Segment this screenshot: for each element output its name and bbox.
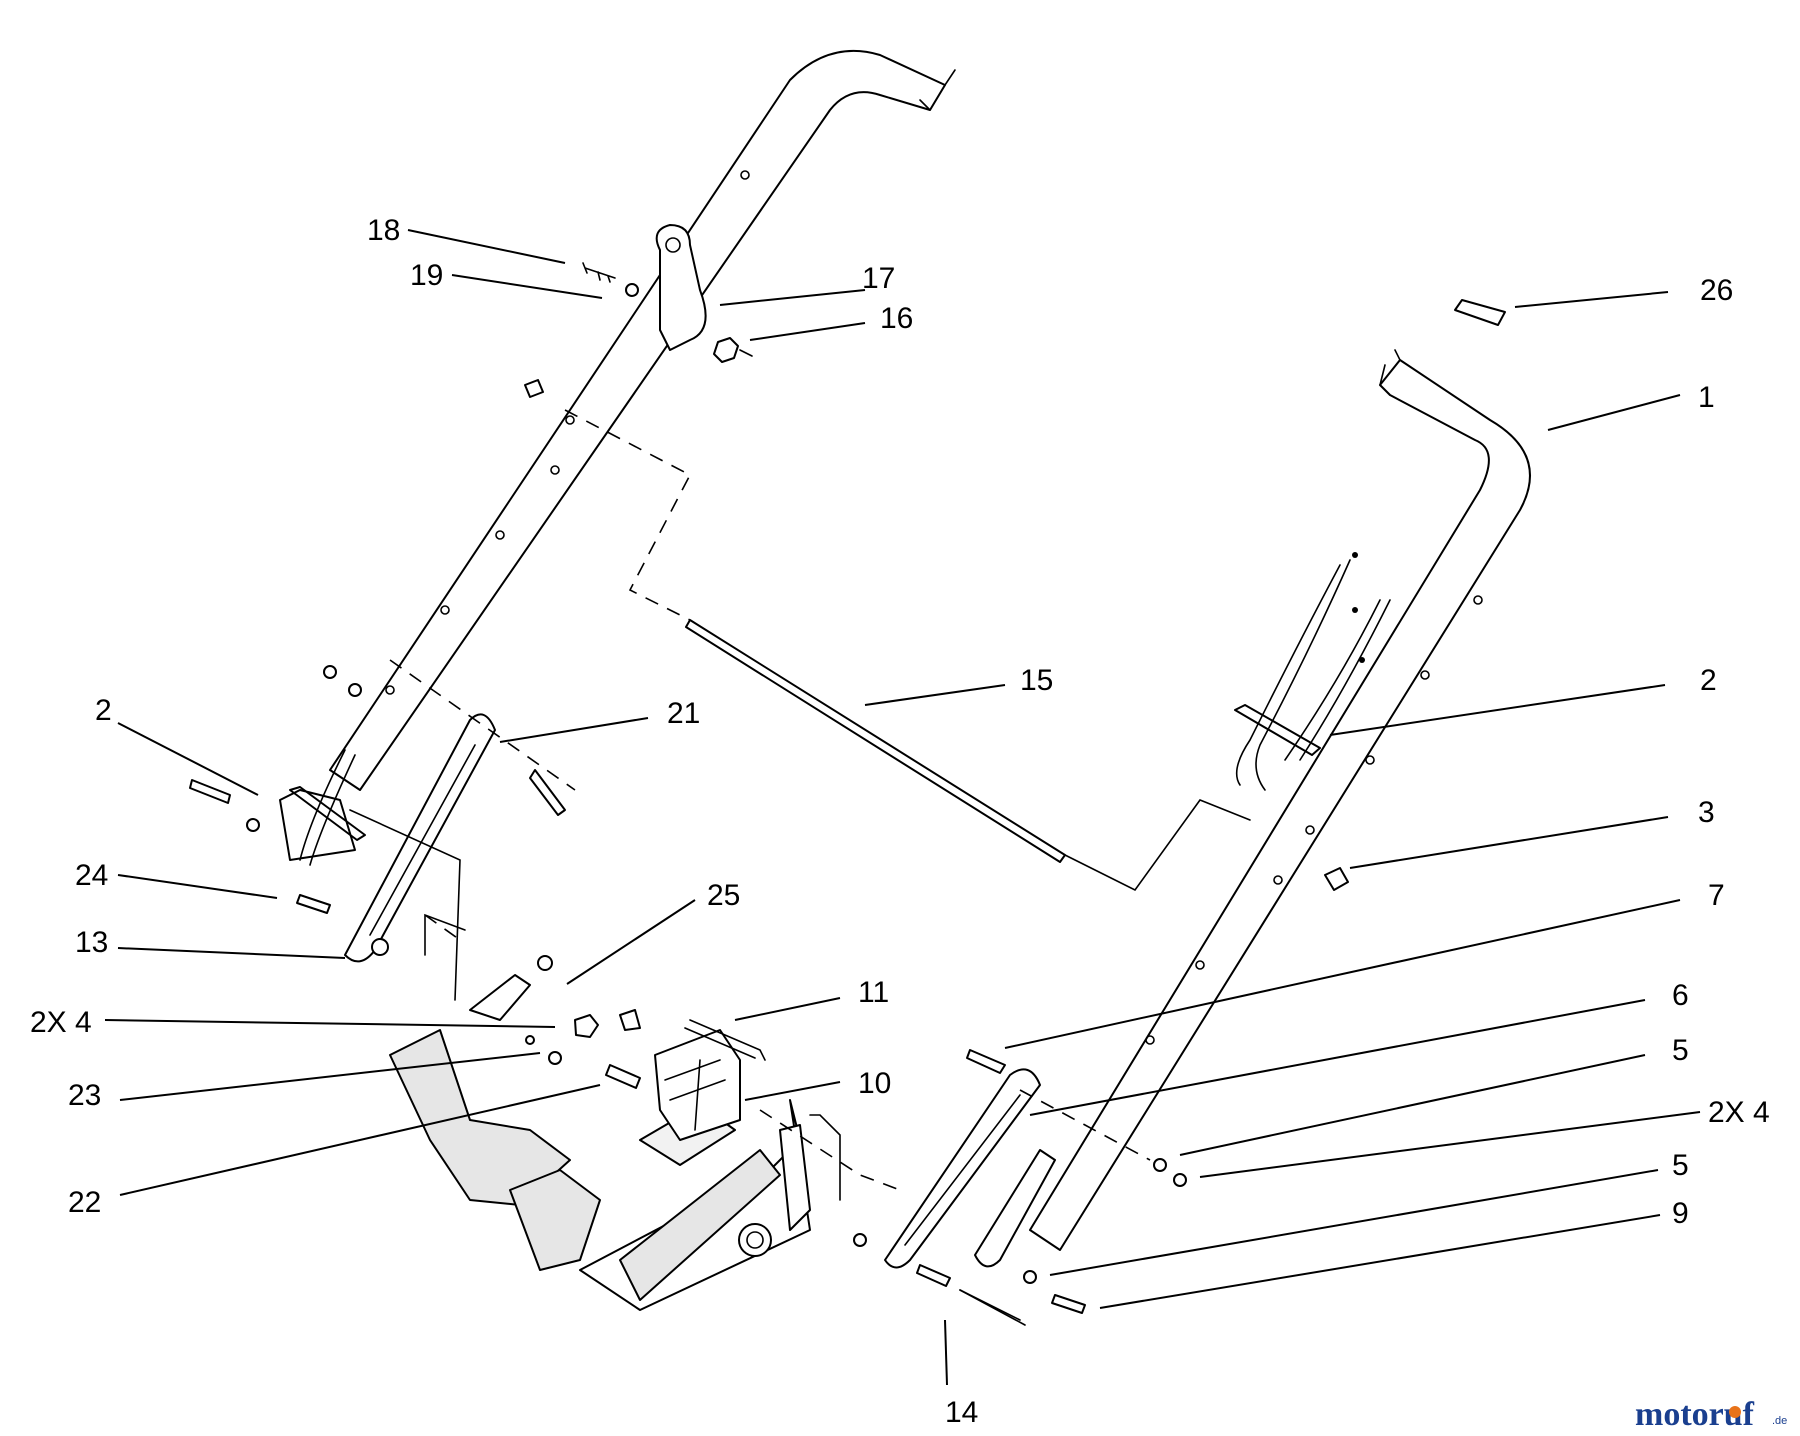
washer-top-b [348, 683, 362, 697]
mower-deck-housing [389, 1029, 811, 1311]
bracket-box-part-10 [654, 1029, 741, 1141]
screw-part-18 [582, 262, 616, 283]
watermark-suffix: .de [1772, 1415, 1787, 1427]
washer-left [246, 818, 260, 832]
bolt-part-9 [1051, 1294, 1086, 1314]
callout-9: 9 [1672, 1197, 1689, 1230]
callout-23: 23 [68, 1079, 101, 1112]
washer-deck [853, 1233, 867, 1247]
callout-2x4-right: 2X 4 [1708, 1096, 1770, 1129]
washer-part-5b [1023, 1270, 1037, 1284]
nut-part-23 [548, 1051, 562, 1065]
callout-24: 24 [75, 859, 108, 892]
washer-part-25 [537, 955, 553, 971]
spring-part-11 [684, 1019, 766, 1061]
washer-part-23a [525, 1035, 535, 1045]
callout-13: 13 [75, 926, 108, 959]
bolt-part-21b [529, 769, 566, 816]
callout-19: 19 [410, 259, 443, 292]
cable-guide-part [655, 224, 707, 351]
control-rod-part-15 [564, 409, 1251, 892]
callout-5-upper: 5 [1672, 1034, 1689, 1067]
callout-18: 18 [367, 214, 400, 247]
callout-14: 14 [945, 1396, 978, 1429]
washer-top-a [323, 665, 337, 679]
callout-17: 17 [862, 262, 895, 295]
bracket-bolt [619, 1009, 641, 1031]
callout-21: 21 [667, 697, 700, 730]
bolt-part-22 [605, 1064, 641, 1089]
bracket-right [974, 1149, 1056, 1268]
callout-1: 1 [1698, 381, 1715, 414]
nut-part-5a [1173, 1173, 1187, 1187]
callout-2x4-left: 2X 4 [30, 1006, 92, 1039]
washer-part-5a [1153, 1158, 1167, 1172]
cable-tie-left [289, 786, 366, 841]
arm-part-6 [884, 1068, 1041, 1269]
bolt-part-14 [916, 1264, 951, 1287]
callout-5-lower: 5 [1672, 1149, 1689, 1182]
decal-part-26 [1454, 299, 1506, 326]
bolt-top-left [189, 779, 231, 804]
callout-11: 11 [858, 976, 889, 1009]
watermark-logo: motoruf .de [1635, 1396, 1787, 1433]
nut-part-16 [713, 337, 739, 363]
right-lower-handle [1029, 349, 1531, 1251]
washer-part-19 [625, 283, 639, 297]
plug-part-3 [1324, 867, 1349, 891]
callout-25: 25 [707, 879, 740, 912]
bolt-part-7 [966, 1049, 1006, 1074]
plug-small [524, 379, 544, 398]
leader-lines [104, 229, 1701, 1386]
nut-part-25 [574, 1014, 599, 1038]
callout-2-right: 2 [1700, 664, 1717, 697]
callout-26: 26 [1700, 274, 1733, 307]
callout-15: 15 [1020, 664, 1053, 697]
cable-tie-right [1234, 552, 1391, 791]
left-upper-handle [329, 49, 956, 791]
watermark-dot [1729, 1406, 1741, 1418]
bracket-left [469, 974, 531, 1021]
callout-3: 3 [1698, 796, 1715, 829]
callout-16: 16 [880, 302, 913, 335]
bolt-part-24 [296, 894, 331, 914]
callout-2-left: 2 [95, 694, 112, 727]
callout-labels: 1 2 3 7 6 5 2X 4 5 9 14 26 15 18 19 17 1… [30, 214, 1770, 1429]
callout-10: 10 [858, 1067, 891, 1100]
callout-6: 6 [1672, 979, 1689, 1012]
callout-22: 22 [68, 1186, 101, 1219]
nut-part-13 [371, 938, 389, 956]
callout-7: 7 [1708, 879, 1725, 912]
